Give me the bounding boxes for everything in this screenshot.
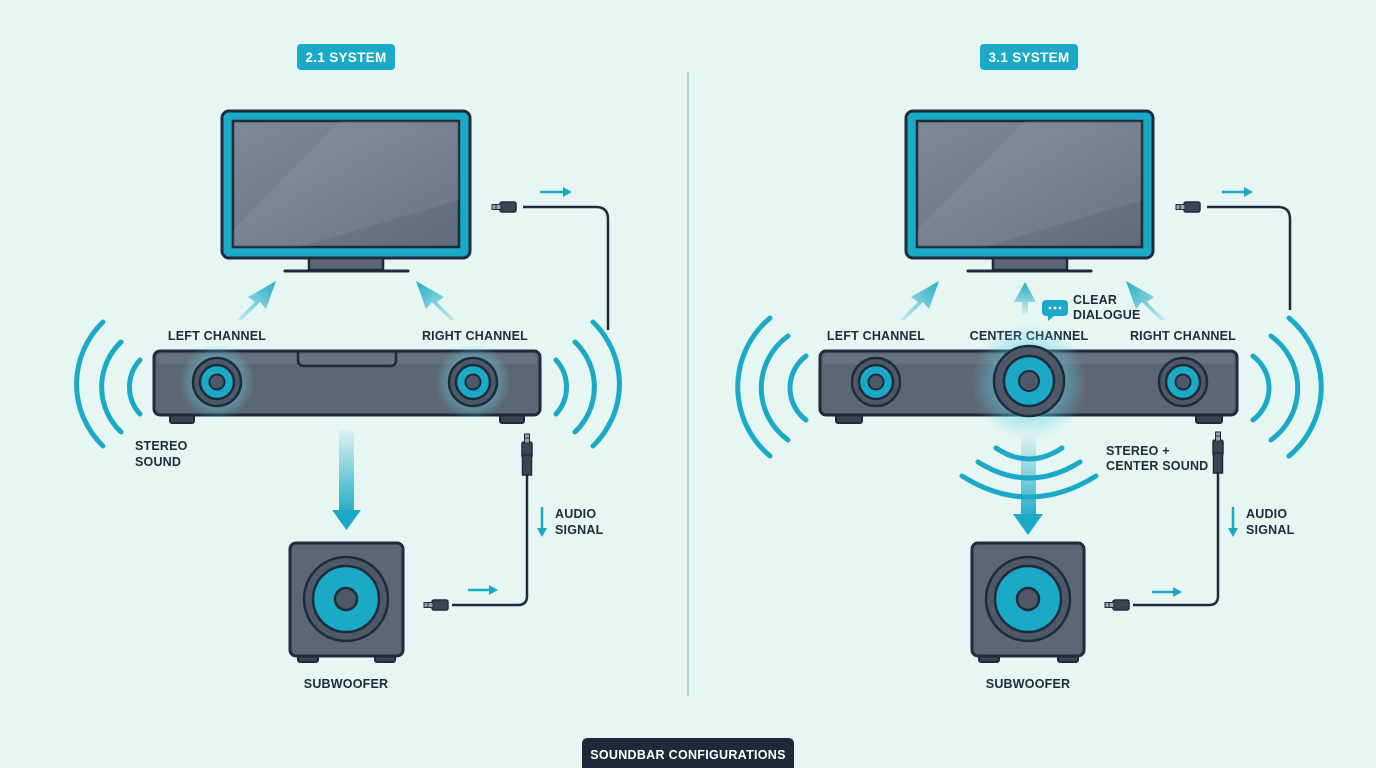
panel-title-badge: 2.1 SYSTEM (297, 44, 395, 70)
sound-type-label-line1: STEREO + (1106, 444, 1170, 458)
sound-wave-icon (1250, 315, 1324, 459)
speaker-driver-icon (447, 356, 499, 408)
panel-title-badge: 3.1 SYSTEM (980, 44, 1078, 70)
speaker-driver-icon (191, 356, 243, 408)
speaker-driver-icon (992, 344, 1066, 418)
sound-type-label-line2: CENTER SOUND (1106, 459, 1208, 473)
panel-title: 3.1 SYSTEM (988, 50, 1069, 65)
sound-wave-icon (735, 315, 809, 459)
soundbar-icon (818, 324, 1239, 440)
footer-title-tab: SOUNDBAR CONFIGURATIONS (582, 738, 794, 768)
signal-label-line2: SIGNAL (1246, 523, 1295, 537)
audio-jack-icon (1175, 201, 1201, 213)
arrow-icon (332, 430, 361, 530)
audio-jack-icon (423, 599, 449, 611)
sound-wave-icon (74, 319, 143, 449)
soundbar-icon (152, 344, 542, 424)
right-channel-label: RIGHT CHANNEL (422, 329, 528, 343)
left-channel-label: LEFT CHANNEL (168, 329, 266, 343)
audio-cable (491, 187, 610, 330)
audio-cable (1175, 187, 1292, 310)
subwoofer-label: SUBWOOFER (304, 677, 388, 691)
sound-wave-icon (553, 319, 622, 449)
sound-type-label-line2: SOUND (135, 455, 181, 469)
audio-jack-icon (491, 201, 517, 213)
arrow-icon (237, 281, 276, 320)
audio-cable (423, 433, 547, 611)
dialogue-label-line1: CLEAR (1073, 293, 1117, 307)
speech-bubble-icon (1042, 300, 1068, 321)
panel-title: 2.1 SYSTEM (305, 50, 386, 65)
arrow-icon (1013, 436, 1043, 535)
signal-label-line1: AUDIO (1246, 507, 1287, 521)
dialogue-label-line2: DIALOGUE (1073, 308, 1141, 322)
panel-3-1-system: 3.1 SYSTEM CLEAR DIALOGUE (735, 44, 1324, 691)
signal-label-line2: SIGNAL (555, 523, 604, 537)
footer-title: SOUNDBAR CONFIGURATIONS (590, 748, 786, 762)
tv-icon (220, 109, 472, 273)
sound-type-label-line1: STEREO (135, 439, 188, 453)
subwoofer-icon (288, 541, 405, 663)
arrow-icon (1126, 281, 1165, 320)
audio-cable (1104, 431, 1238, 611)
arrow-icon (416, 281, 455, 320)
subwoofer-label: SUBWOOFER (986, 677, 1070, 691)
speaker-driver-icon (850, 356, 902, 408)
right-channel-label: RIGHT CHANNEL (1130, 329, 1236, 343)
signal-label-line1: AUDIO (555, 507, 596, 521)
subwoofer-icon (970, 541, 1086, 663)
audio-jack-icon (1104, 599, 1130, 611)
left-channel-label: LEFT CHANNEL (827, 329, 925, 343)
tv-icon (904, 109, 1155, 273)
arrow-icon (1014, 282, 1036, 314)
speaker-driver-icon (1157, 356, 1209, 408)
panel-2-1-system: 2.1 SYSTEM LEFT CHANNEL RIGHT CHANNEL (74, 44, 622, 691)
arrow-icon (900, 281, 939, 320)
